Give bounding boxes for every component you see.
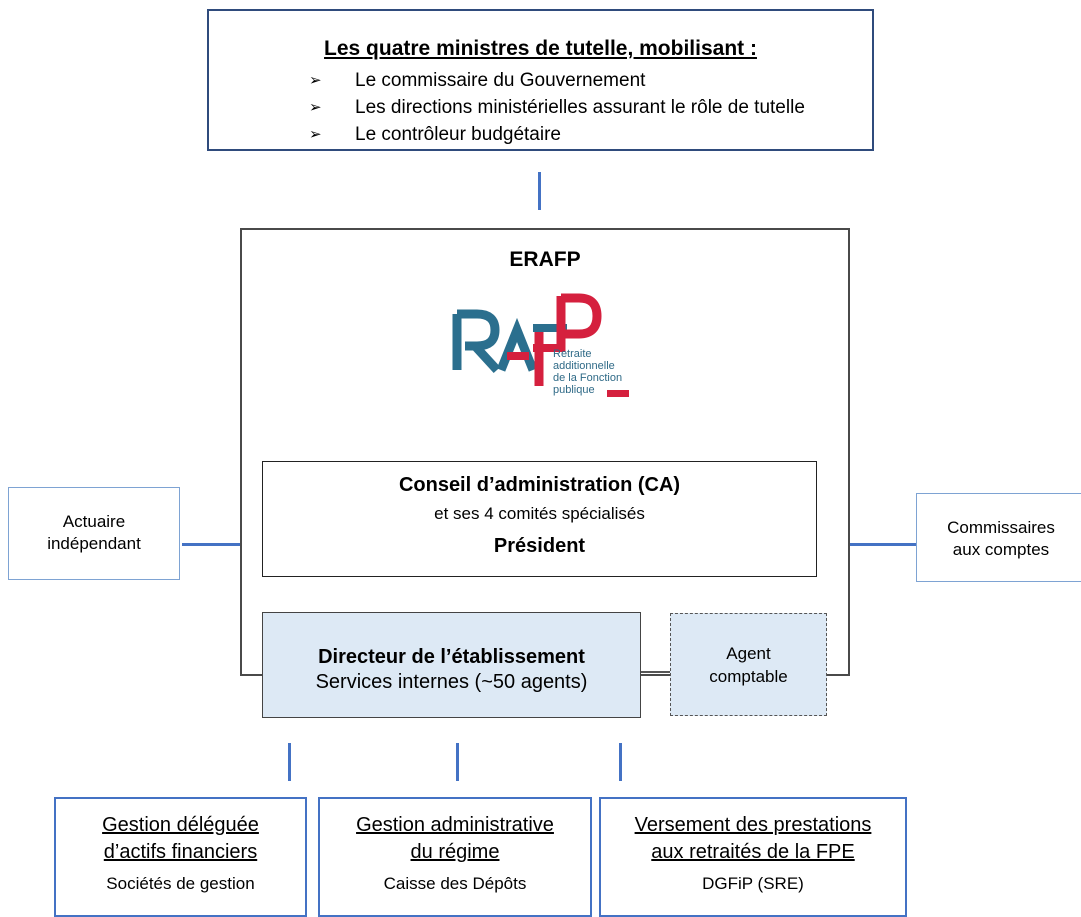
bottom-title-text: Versement des prestations <box>634 814 872 836</box>
versement-prestations-box: Versement des prestations aux retraités … <box>599 797 907 917</box>
tutelle-list-item: ➢ Le commissaire du Gouvernement <box>309 67 805 94</box>
actuaire-line2: indépendant <box>47 534 141 553</box>
agent-line1: Agent <box>726 644 771 663</box>
arrow-bullet-icon: ➢ <box>309 72 322 89</box>
erafp-title: ERAFP <box>509 248 581 271</box>
connector-commissaires <box>850 543 916 546</box>
bottom-subtitle: DGFiP (SRE) <box>702 874 804 893</box>
tutelle-title: Les quatre ministres de tutelle, mobilis… <box>324 37 757 60</box>
gestion-administrative-box: Gestion administrative du régime Caisse … <box>318 797 592 917</box>
actuaire-box: Actuaire indépendant <box>8 487 180 580</box>
conseil-box: Conseil d’administration (CA) et ses 4 c… <box>262 461 817 577</box>
tutelle-item-label: Le contrôleur budgétaire <box>355 124 561 145</box>
bottom-title-line1: Gestion administrative <box>320 814 590 837</box>
agent-comptable-box: Agent comptable <box>670 613 827 716</box>
connector-bottom-3 <box>619 743 622 781</box>
conseil-title: Conseil d’administration (CA) <box>398 474 681 496</box>
connector-tutelle-erafp <box>538 172 541 210</box>
logo-text: Retraite additionnelle de la Fonction pu… <box>553 348 622 396</box>
bottom-title-line2: d’actifs financiers <box>56 841 305 864</box>
tutelle-item-label: Les directions ministérielles assurant l… <box>355 97 805 118</box>
logo-text-line: publique <box>553 384 595 396</box>
rafp-logo: Retraite additionnelle de la Fonction pu… <box>447 286 637 406</box>
conseil-subtitle: et ses 4 comités spécialisés <box>434 504 645 523</box>
tutelle-list-item: ➢ Le contrôleur budgétaire <box>309 121 805 148</box>
bottom-title-text: d’actifs financiers <box>103 841 258 863</box>
bottom-subtitle: Sociétés de gestion <box>106 874 255 893</box>
tutelle-list-item: ➢ Les directions ministérielles assurant … <box>309 94 805 121</box>
bottom-title-line2: aux retraités de la FPE <box>601 841 905 864</box>
bottom-title-line1: Gestion déléguée <box>56 814 305 837</box>
arrow-bullet-icon: ➢ <box>309 126 322 143</box>
directeur-title: Directeur de l’établissement <box>318 646 585 668</box>
arrow-bullet-icon: ➢ <box>309 99 322 116</box>
directeur-box: Directeur de l’établissement Services in… <box>262 612 641 718</box>
bottom-subtitle: Caisse des Dépôts <box>383 874 527 893</box>
tutelle-list: ➢ Le commissaire du Gouvernement ➢ Les dir… <box>309 67 805 148</box>
actuaire-line1: Actuaire <box>62 512 126 531</box>
logo-text-line: Retraite <box>553 348 592 360</box>
bottom-title-text: du régime <box>410 841 500 863</box>
bottom-title-line2: du régime <box>320 841 590 864</box>
commissaires-box: Commissaires aux comptes <box>916 493 1081 582</box>
bottom-title-line1: Versement des prestations <box>601 814 905 837</box>
bottom-title-text: aux retraités de la FPE <box>651 841 855 863</box>
tutelle-box: Les quatre ministres de tutelle, mobilis… <box>207 9 874 151</box>
connector-directeur-agent <box>641 671 670 673</box>
tutelle-item-label: Le commissaire du Gouvernement <box>355 70 646 91</box>
directeur-subtitle: Services internes (~50 agents) <box>315 671 588 693</box>
logo-text-line: additionnelle <box>553 360 615 372</box>
bottom-title-text: Gestion déléguée <box>102 814 259 836</box>
president-label: Président <box>493 535 586 557</box>
gestion-actifs-box: Gestion déléguée d’actifs financiers Soc… <box>54 797 307 917</box>
logo-text-line: de la Fonction <box>553 372 623 384</box>
connector-bottom-1 <box>288 743 291 781</box>
rafp-logo-icon <box>452 293 629 397</box>
erafp-box: ERAFP Retraite additionnelle de la Fonct… <box>240 228 850 676</box>
connector-actuaire <box>182 543 240 546</box>
commissaires-line1: Commissaires <box>947 518 1055 537</box>
commissaires-line2: aux comptes <box>952 540 1050 559</box>
connector-bottom-2 <box>456 743 459 781</box>
agent-line2: comptable <box>709 667 788 686</box>
bottom-title-text: Gestion administrative <box>356 814 554 836</box>
